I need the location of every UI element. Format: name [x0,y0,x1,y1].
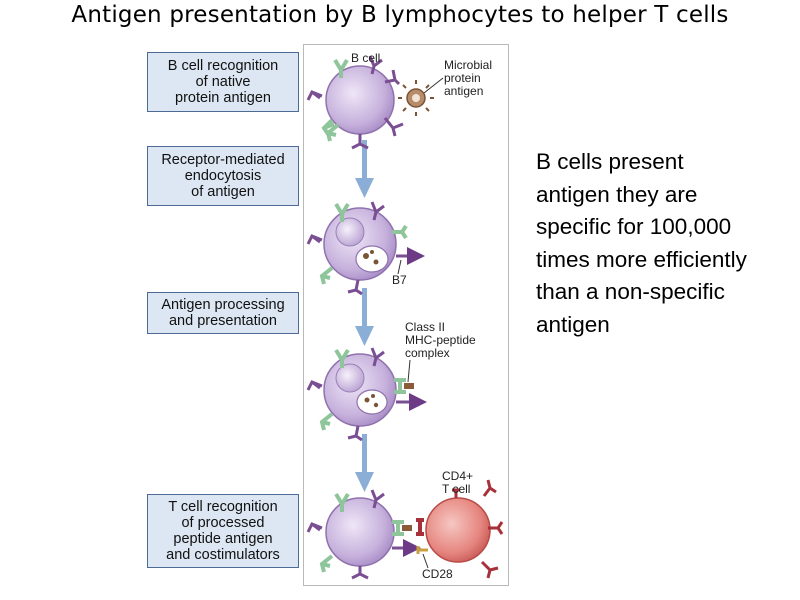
b-cell-4 [306,489,421,580]
step-t-cell-recognition: T cell recognition of processed peptide … [147,494,299,568]
microbial-label-2: protein [444,71,481,85]
step-processing: Antigen processing and presentation [147,292,299,334]
cd4-t-cell [416,479,504,579]
flow-arrow-3 [355,434,374,492]
b-cell-label: B cell [351,51,380,65]
cd4-label-2: T cell [442,482,470,496]
class2-label-3: complex [405,346,450,360]
b-cell-2 [306,201,425,296]
flow-arrow-2 [355,288,374,346]
explanation-text: B cells present antigen they are specifi… [536,149,747,337]
microbial-label-1: Microbial [444,58,492,72]
b-cell-3 [306,347,427,442]
flow-arrow-1 [355,140,374,198]
b-cell-1 [306,55,404,150]
class2-label-1: Class II [405,320,445,334]
b7-label: B7 [392,273,407,287]
cd28-label: CD28 [422,567,453,581]
slide-title: Antigen presentation by B lymphocytes to… [71,2,729,28]
microbial-label-3: antigen [444,84,483,98]
class2-label-2: MHC-peptide [405,333,476,347]
microbial-antigen-icon [398,80,434,116]
cd4-label-1: CD4+ [442,469,473,483]
step-endocytosis: Receptor-mediated endocytosis of antigen [147,146,299,206]
step-recognition: B cell recognition of native protein ant… [147,52,299,112]
